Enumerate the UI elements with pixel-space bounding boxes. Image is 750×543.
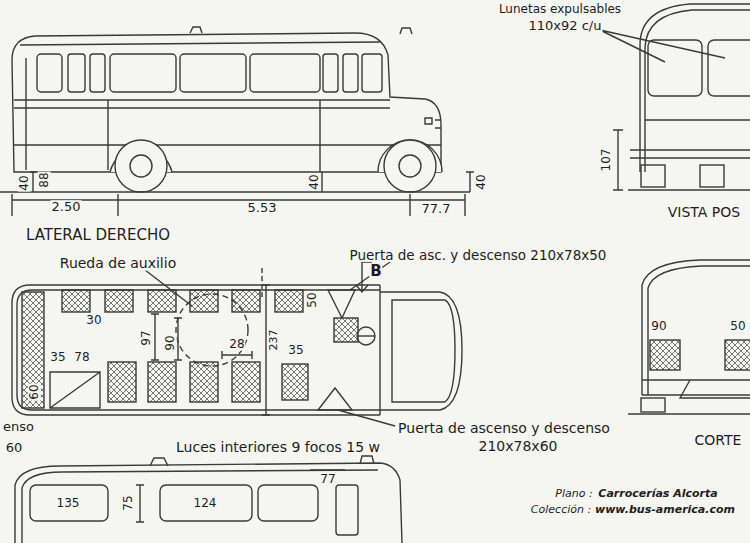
dimension-label: 2.50 xyxy=(51,200,82,214)
dimension-label: 77.7 xyxy=(421,202,452,216)
dimension-label: 50 xyxy=(306,291,319,308)
callout-text: enso xyxy=(2,420,35,434)
dimension-label: 107 xyxy=(600,148,613,173)
section-mark: B xyxy=(369,264,382,280)
credit-text: Plano : xyxy=(554,488,593,500)
side-view xyxy=(0,27,474,216)
view-title: LATERAL DERECHO xyxy=(25,228,171,244)
section-view xyxy=(628,260,750,414)
dimension-label: 5.53 xyxy=(247,201,278,215)
dimension-label: 40 xyxy=(475,173,488,190)
callout-text: Luces interiores 9 focos 15 w xyxy=(175,440,381,455)
dimension-label: 77 xyxy=(319,473,336,486)
dimension-label: 88 xyxy=(38,171,51,188)
dimension-label: 60 xyxy=(28,383,41,400)
credit-text: www.bus-america.com xyxy=(594,504,736,516)
dimension-label: 28 xyxy=(228,338,245,351)
view-title: VISTA POS xyxy=(667,205,741,220)
dimension-label: 40 xyxy=(308,173,321,190)
plan-view xyxy=(12,262,462,426)
credit-text: Carrocerías Alcorta xyxy=(597,488,718,500)
callout-text: Puerta de asc. y descenso 210x78x50 xyxy=(349,248,608,262)
view-title: CORTE xyxy=(694,433,743,448)
dimension-label: 110x92 c/u xyxy=(528,19,603,33)
dimension-label: 60 xyxy=(5,441,24,455)
dimension-label: 50 xyxy=(729,320,746,333)
callout-text: Rueda de auxilio xyxy=(59,256,177,271)
dimension-label: 90 xyxy=(650,320,667,333)
callout-text: 210x78x60 xyxy=(478,439,559,454)
dimension-label: 35 xyxy=(49,351,66,364)
dimension-label: 237 xyxy=(268,329,280,352)
dimension-label: 40 xyxy=(18,174,31,191)
callout-text: Puerta de ascenso y descenso xyxy=(397,421,611,436)
dimension-label: 78 xyxy=(73,351,90,364)
dimension-label: 124 xyxy=(193,497,218,510)
dimension-label: 97 xyxy=(140,329,153,346)
credit-text: Colección : xyxy=(530,504,592,516)
dimension-label: 75 xyxy=(122,494,135,511)
longitudinal-section xyxy=(15,456,402,543)
dimension-label: 35 xyxy=(287,344,304,357)
dimension-label: 30 xyxy=(85,314,102,327)
dimension-label: 135 xyxy=(56,497,81,510)
callout-text: Lunetas expulsables xyxy=(498,3,622,16)
dimension-label: 90 xyxy=(164,334,177,351)
rear-view xyxy=(600,4,750,190)
